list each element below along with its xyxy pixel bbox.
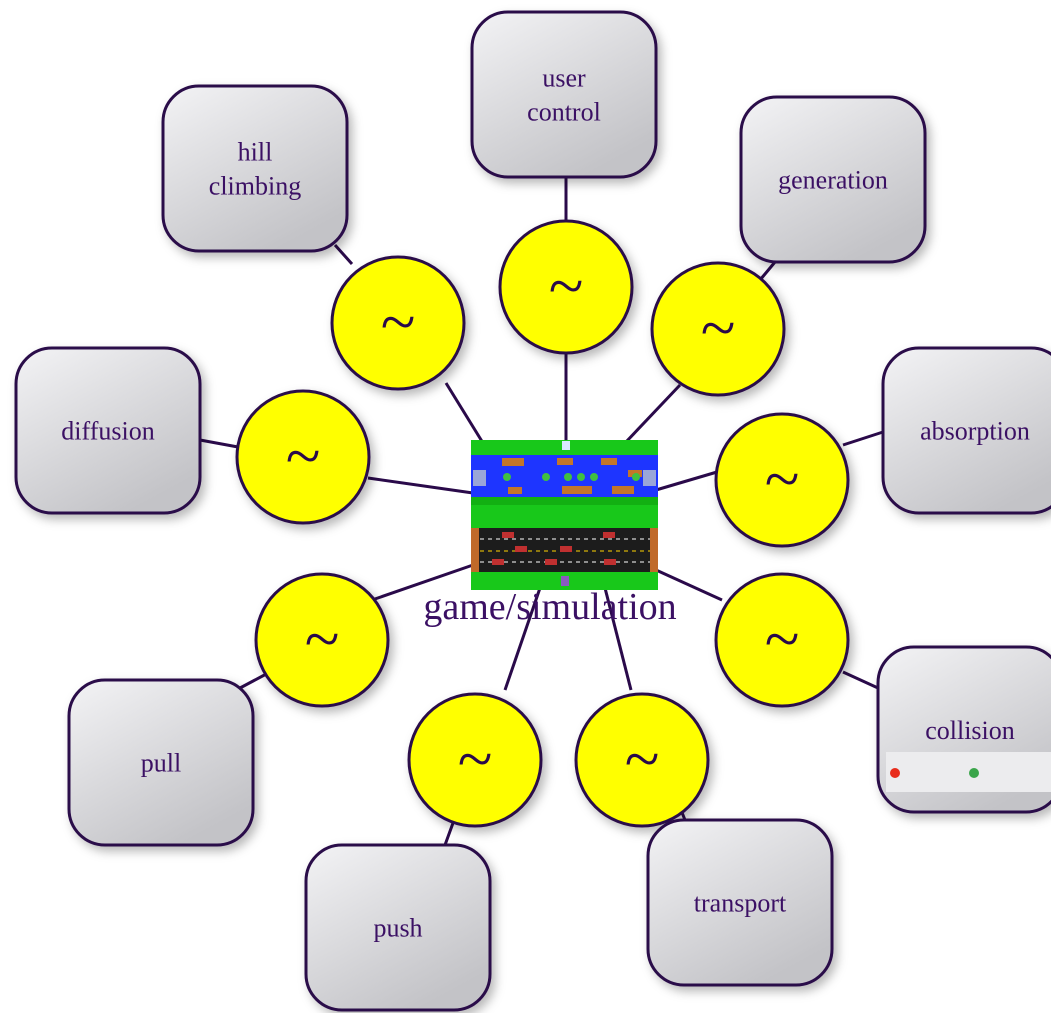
connector-circle	[714, 572, 850, 708]
tilde-connector-pull: ~	[254, 572, 390, 708]
line-transport-inner	[603, 587, 633, 691]
concept-box-push: push	[304, 843, 492, 1012]
concept-box-background	[14, 346, 202, 515]
tilde-connector-hill-climbing: ~	[330, 255, 466, 391]
tilde-symbol: ~	[625, 723, 660, 794]
concept-label-pull: pull	[141, 749, 181, 778]
tilde-symbol: ~	[701, 292, 736, 363]
connector-circle	[254, 572, 390, 708]
tilde-symbol: ~	[765, 443, 800, 514]
connector-circle	[650, 261, 786, 397]
line-pull-inner	[371, 563, 474, 602]
center-label: game/simulation	[423, 586, 676, 628]
concept-box-transport: transport	[646, 818, 834, 987]
line-diffusion-inner	[367, 476, 474, 495]
tilde-symbol: ~	[381, 286, 416, 357]
concept-label-absorption: absorption	[920, 417, 1030, 446]
tilde-connector-transport: ~	[574, 692, 710, 828]
connector-circle	[714, 412, 850, 548]
concept-box-hill-climbing: hill climbing	[161, 84, 349, 253]
concept-label-transport: transport	[694, 889, 787, 918]
tilde-connector-push: ~	[407, 692, 543, 828]
line-push-inner	[503, 587, 542, 691]
concept-box-background	[881, 346, 1051, 515]
tilde-symbol: ~	[765, 603, 800, 674]
connector-circle	[498, 219, 634, 355]
concept-label-user-control: control	[527, 98, 601, 127]
connector-circle	[407, 692, 543, 828]
concept-label-generation: generation	[778, 166, 888, 195]
concept-box-generation: generation	[739, 95, 927, 264]
line-generation-inner	[623, 383, 682, 445]
game-simulation-node: game/simulation	[423, 440, 677, 628]
connector-circle	[330, 255, 466, 391]
connector-circle	[574, 692, 710, 828]
connector-circles: ~ ~ ~ ~ ~ ~ ~ ~ ~	[235, 219, 850, 828]
tilde-connector-generation: ~	[650, 261, 786, 397]
tilde-symbol: ~	[458, 723, 493, 794]
concept-box-background	[67, 678, 255, 847]
line-generation-outer	[758, 261, 777, 281]
line-diffusion-outer	[199, 438, 239, 449]
tilde-symbol: ~	[549, 250, 584, 321]
concept-box-absorption: absorption	[881, 346, 1051, 515]
line-absorption-inner	[655, 470, 718, 492]
concept-label-diffusion: diffusion	[61, 417, 154, 446]
concept-box-background	[739, 95, 927, 264]
concept-box-diffusion: diffusion	[14, 346, 202, 515]
connector-circle	[235, 389, 371, 525]
line-hill-climbing-outer	[333, 243, 354, 266]
concept-label-collision: collision	[925, 716, 1015, 745]
tilde-symbol: ~	[305, 603, 340, 674]
concept-box-background	[161, 84, 349, 253]
tilde-connector-diffusion: ~	[235, 389, 371, 525]
concept-box-pull: pull	[67, 678, 255, 847]
concept-label-user-control: user	[542, 64, 586, 93]
concept-label-push: push	[373, 914, 422, 943]
concept-box-background	[470, 10, 658, 179]
line-collision-outer	[842, 670, 879, 690]
green-dot-icon	[969, 768, 979, 778]
collision-status-bar	[886, 752, 1051, 792]
concept-label-hill-climbing: climbing	[209, 172, 301, 201]
concept-label-hill-climbing: hill	[238, 138, 273, 167]
line-hill-climbing-inner	[444, 382, 485, 444]
concept-box-user-control: user control	[470, 10, 658, 179]
frogger-game-thumbnail	[471, 440, 658, 590]
tilde-connector-absorption: ~	[714, 412, 850, 548]
red-dot-icon	[890, 768, 900, 778]
connector-lines	[199, 178, 884, 846]
concept-box-background	[646, 818, 834, 987]
line-absorption-outer	[842, 430, 884, 447]
concept-box-background	[304, 843, 492, 1012]
tilde-connector-user-control: ~	[498, 219, 634, 355]
tilde-symbol: ~	[286, 420, 321, 491]
line-collision-inner	[655, 568, 723, 602]
tilde-connector-collision: ~	[714, 572, 850, 708]
